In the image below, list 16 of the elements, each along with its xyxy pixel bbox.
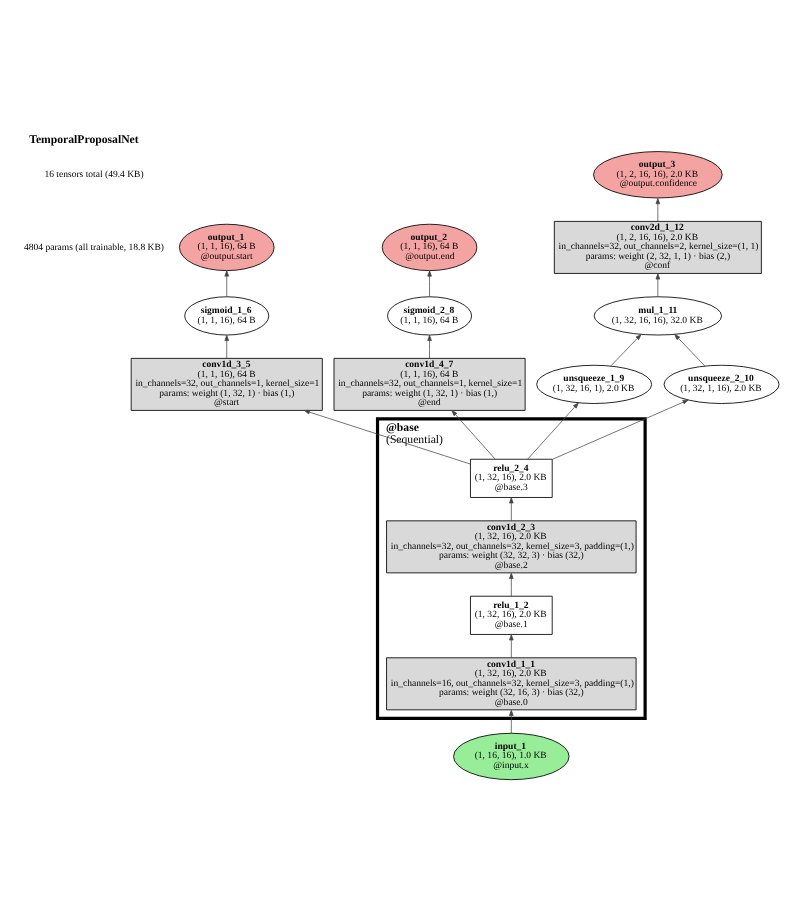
- arrow: [427, 269, 432, 297]
- arrow: [674, 333, 706, 366]
- arrow: [655, 272, 661, 297]
- arrow: [509, 496, 514, 521]
- arrow: [527, 401, 579, 459]
- arrow: [509, 708, 514, 733]
- arrow: [451, 409, 496, 459]
- arrow: [509, 571, 514, 596]
- arrow: [552, 398, 689, 459]
- arrow: [509, 633, 514, 658]
- arrow: [224, 333, 229, 358]
- arrow: [610, 333, 642, 366]
- arrow: [303, 408, 471, 464]
- arrow: [655, 197, 661, 221]
- arrow: [224, 269, 229, 297]
- arrow: [427, 333, 432, 358]
